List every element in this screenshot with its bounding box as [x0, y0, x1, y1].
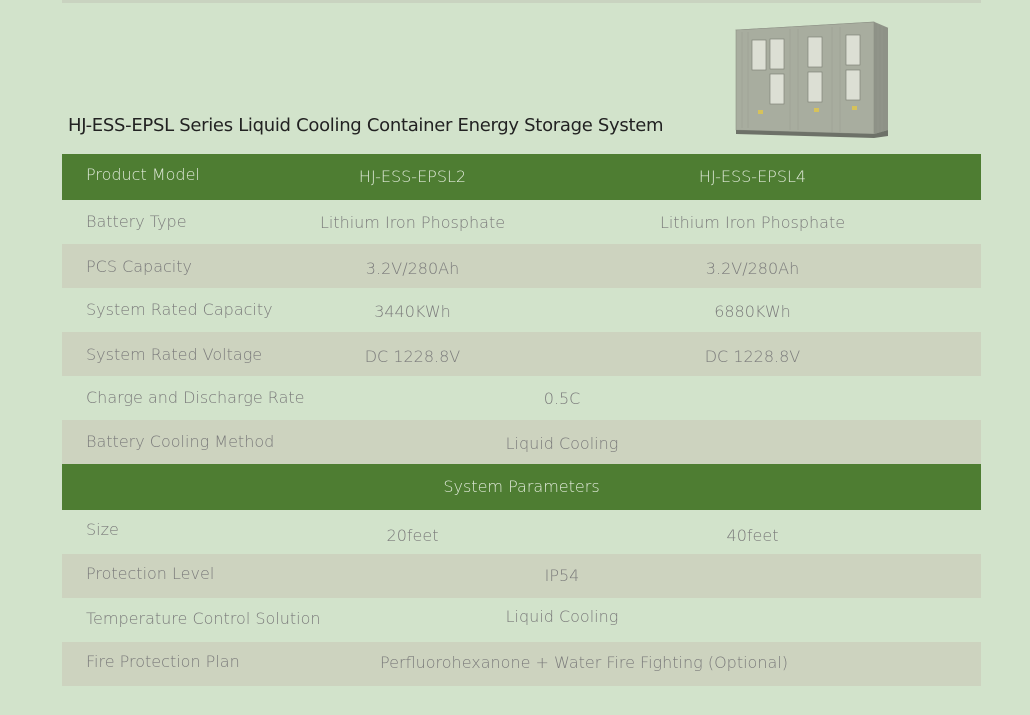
header-label: Product Model [86, 165, 200, 184]
row-label: Fire Protection Plan [86, 652, 240, 671]
table-row: Temperature Control Solution Liquid Cool… [62, 598, 981, 642]
row-value-a: 3440KWh [374, 302, 451, 321]
table-row: Protection Level IP54 [62, 554, 981, 598]
row-label: Charge and Discharge Rate [86, 388, 305, 407]
table-header-row: Product Model HJ-ESS-EPSL2 HJ-ESS-EPSL4 [62, 154, 981, 200]
row-value: Liquid Cooling [505, 607, 619, 626]
row-value-b: Lithium Iron Phosphate [659, 213, 846, 232]
spec-table: Product Model HJ-ESS-EPSL2 HJ-ESS-EPSL4 … [62, 154, 981, 686]
row-value: IP54 [544, 566, 580, 585]
row-label: PCS Capacity [86, 257, 192, 276]
row-value-a: Lithium Iron Phosphate [319, 213, 506, 232]
table-row: System Rated Voltage DC 1228.8V DC 1228.… [62, 332, 981, 376]
top-divider [62, 0, 981, 3]
row-label: Protection Level [86, 564, 215, 583]
container-image [734, 21, 889, 138]
row-value: 0.5C [543, 389, 581, 408]
row-value-a: 3.2V/280Ah [365, 259, 460, 278]
row-value-b: 6880KWh [714, 302, 791, 321]
table-row: System Rated Capacity 3440KWh 6880KWh [62, 288, 981, 332]
row-value-b: DC 1228.8V [704, 347, 801, 366]
row-value-b: 40feet [726, 526, 779, 545]
row-label: Size [86, 520, 119, 539]
table-row: Size 20feet 40feet [62, 510, 981, 554]
section-header-row: System Parameters [62, 464, 981, 510]
row-value: Liquid Cooling [505, 434, 619, 453]
table-row: Fire Protection Plan Perfluorohexanone +… [62, 642, 981, 686]
table-row: Charge and Discharge Rate 0.5C [62, 376, 981, 420]
header-model-b: HJ-ESS-EPSL4 [698, 167, 807, 186]
row-label: Battery Cooling Method [86, 432, 275, 451]
table-row: Battery Type Lithium Iron Phosphate Lith… [62, 200, 981, 244]
row-value-a: DC 1228.8V [364, 347, 461, 366]
row-label: Battery Type [86, 212, 187, 231]
page-title: HJ-ESS-EPSL Series Liquid Cooling Contai… [68, 115, 664, 136]
section-title: System Parameters [443, 477, 600, 496]
row-label: System Rated Voltage [86, 345, 263, 364]
row-label: System Rated Capacity [86, 300, 273, 319]
table-row: PCS Capacity 3.2V/280Ah 3.2V/280Ah [62, 244, 981, 288]
header-model-a: HJ-ESS-EPSL2 [358, 167, 467, 186]
row-value-b: 3.2V/280Ah [705, 259, 800, 278]
table-row: Battery Cooling Method Liquid Cooling [62, 420, 981, 464]
row-value: Perfluorohexanone + Water Fire Fighting … [380, 653, 788, 672]
row-value-a: 20feet [386, 526, 439, 545]
row-label: Temperature Control Solution [86, 609, 321, 628]
